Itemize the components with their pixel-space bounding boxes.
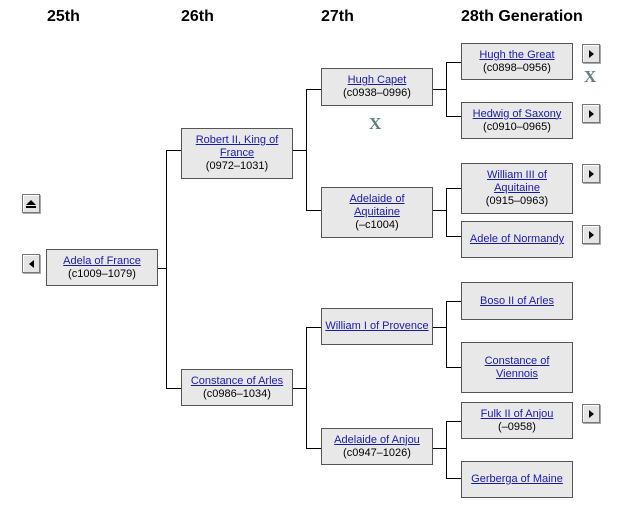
person-link[interactable]: Gerberga of Maine [471, 473, 563, 485]
triangle-right-icon [588, 230, 594, 239]
triangle-left-icon [28, 259, 34, 268]
connector-line [446, 301, 462, 302]
person-dates: (0972–1031) [205, 160, 269, 172]
person-dates: (c0986–1034) [203, 387, 271, 400]
connector-line [306, 210, 322, 211]
person-link[interactable]: Constance of Viennois [484, 354, 550, 380]
connector-line [432, 327, 446, 328]
person-link[interactable]: Constance of Arles [190, 374, 284, 387]
connector-line [306, 89, 322, 90]
connector-line [166, 388, 182, 389]
person-dates: (c0947–1026) [343, 446, 411, 459]
connector-line [446, 478, 462, 479]
connector-line [446, 188, 447, 236]
gen-25-header: 25th [47, 8, 80, 25]
person-box-adelaide-of-aquitaine: Adelaide of Aquitaine (–c1004) [321, 187, 433, 238]
x-icon[interactable]: X [584, 67, 597, 86]
connector-line [446, 62, 462, 63]
connector-line [306, 89, 307, 211]
connector-line [432, 210, 446, 211]
person-link[interactable]: Boso II of Arles [480, 294, 554, 307]
person-box-hedwig-of-saxony: Hedwig of Saxony (c0910–0965) [461, 102, 573, 139]
up-button[interactable] [22, 194, 40, 213]
person-box-robert-ii: Robert II, King of France (0972–1031) [181, 128, 293, 179]
connector-line [306, 448, 322, 449]
person-dates: (c0938–0996) [343, 87, 411, 99]
person-link[interactable]: Adelaide of Aquitaine [349, 193, 405, 218]
person-link[interactable]: Adele of Normandy [469, 233, 565, 245]
person-box-fulk-ii-of-anjou: Fulk II of Anjou (–0958) [461, 402, 573, 439]
connector-line [306, 327, 322, 328]
connector-line [446, 421, 447, 479]
expand-william-iii-of-aquitaine-button[interactable] [582, 164, 600, 183]
person-box-constance-of-arles: Constance of Arles (c0986–1034) [181, 369, 293, 406]
person-box-william-iii-of-aquitaine: William III of Aquitaine (0915–0963) [461, 163, 573, 214]
person-link[interactable]: William I of Provence [325, 320, 429, 332]
gen-28-header: 28th Generation [461, 8, 583, 25]
person-dates: (c1009–1079) [68, 267, 136, 280]
person-box-gerberga-of-maine: Gerberga of Maine [461, 461, 573, 498]
connector-line [446, 62, 447, 116]
connector-line [446, 116, 462, 117]
gen-26-header: 26th [181, 8, 214, 25]
person-box-hugh-capet: Hugh Capet (c0938–0996) [321, 68, 433, 106]
person-box-constance-of-viennois: Constance of Viennois [461, 342, 573, 393]
person-link[interactable]: Robert II, King of France [195, 134, 279, 159]
connector-line [292, 388, 306, 389]
person-dates: (c0898–0956) [483, 61, 551, 74]
person-link[interactable]: Fulk II of Anjou [480, 407, 554, 420]
eject-icon [26, 199, 36, 208]
connector-line [166, 150, 167, 388]
person-link[interactable]: Hedwig of Saxony [472, 107, 562, 120]
connector-line [432, 448, 446, 449]
person-box-hugh-the-great: Hugh the Great (c0898–0956) [461, 43, 573, 80]
connector-line [157, 268, 167, 269]
person-box-adela-of-france: Adela of France (c1009–1079) [46, 249, 158, 286]
triangle-right-icon [588, 49, 594, 58]
connector-line [446, 301, 447, 368]
person-box-adele-of-normandy: Adele of Normandy [461, 221, 573, 258]
connector-line [432, 89, 446, 90]
expand-hedwig-of-saxony-button[interactable] [582, 104, 600, 123]
x-icon[interactable]: X [369, 114, 382, 133]
connector-line [446, 188, 462, 189]
expand-hugh-the-great-button[interactable] [582, 44, 600, 63]
person-box-adelaide-of-anjou: Adelaide of Anjou (c0947–1026) [321, 428, 433, 465]
person-box-boso-ii-of-arles: Boso II of Arles [461, 282, 573, 320]
person-link[interactable]: Hugh the Great [479, 48, 555, 61]
person-dates: (–0958) [498, 420, 536, 433]
connector-line [166, 150, 182, 151]
gen-27-header: 27th [321, 8, 354, 25]
connector-line [446, 367, 462, 368]
person-link[interactable]: Hugh Capet [347, 74, 407, 86]
person-dates: (0915–0963) [485, 195, 549, 207]
person-link[interactable]: William III of Aquitaine [487, 169, 547, 194]
back-button[interactable] [22, 254, 40, 273]
triangle-right-icon [588, 169, 594, 178]
connector-line [446, 236, 462, 237]
expand-adele-of-normandy-button[interactable] [582, 225, 600, 244]
triangle-right-icon [588, 109, 594, 118]
connector-line [446, 421, 462, 422]
connector-line [306, 327, 307, 449]
person-box-william-i-of-provence: William I of Provence [321, 308, 433, 345]
triangle-right-icon [588, 409, 594, 418]
person-link[interactable]: Adelaide of Anjou [334, 433, 420, 446]
person-dates: (–c1004) [355, 219, 399, 231]
expand-fulk-ii-of-anjou-button[interactable] [582, 404, 600, 423]
connector-line [292, 150, 306, 151]
person-link[interactable]: Adela of France [63, 254, 141, 267]
person-dates: (c0910–0965) [483, 120, 551, 133]
